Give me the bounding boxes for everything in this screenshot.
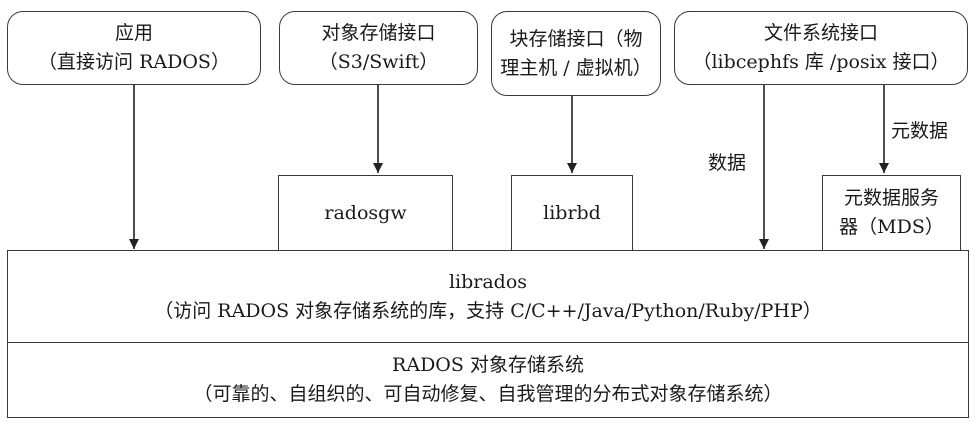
rados-description: （可靠的、自组织的、可自动修复、自我管理的分布式对象存储系统） <box>193 383 783 405</box>
app-interface-box: 应用 （直接访问 RADOS） <box>7 11 261 85</box>
filesystem-title: 文件系统接口 <box>763 22 878 44</box>
librados-description: （访问 RADOS 对象存储系统的库，支持 C/C++/Java/Python/… <box>154 299 822 322</box>
rados-title: RADOS 对象存储系统 <box>392 354 584 376</box>
block-storage-title: 块存储接口（物 <box>509 27 643 50</box>
mds-label-line1: 元数据服务 <box>843 187 939 209</box>
app-interface-subtitle: （直接访问 RADOS） <box>38 51 230 73</box>
mds-box: 元数据服务 器（MDS） <box>822 175 961 251</box>
object-storage-interface-box: 对象存储接口 （S3/Swift） <box>279 11 478 85</box>
librbd-box: librbd <box>511 175 633 251</box>
librados-box: librados （访问 RADOS 对象存储系统的库，支持 C/C++/Jav… <box>7 250 969 343</box>
radosgw-box: radosgw <box>278 175 453 251</box>
librbd-label: librbd <box>543 201 601 224</box>
mds-label-line2: 器（MDS） <box>839 216 944 238</box>
radosgw-label: radosgw <box>324 201 407 224</box>
data-arrow-label: 数据 <box>708 152 747 174</box>
app-interface-title: 应用 <box>114 22 153 44</box>
librados-title: librados <box>448 270 528 293</box>
block-storage-subtitle: 理主机 / 虚拟机） <box>500 56 652 79</box>
object-storage-title: 对象存储接口 <box>321 22 436 44</box>
filesystem-subtitle: （libcephfs 库 /posix 接口） <box>692 51 950 73</box>
rados-box: RADOS 对象存储系统 （可靠的、自组织的、可自动修复、自我管理的分布式对象存… <box>7 342 969 418</box>
metadata-arrow-label: 元数据 <box>891 120 949 142</box>
block-storage-interface-box: 块存储接口（物 理主机 / 虚拟机） <box>491 11 661 96</box>
filesystem-interface-box: 文件系统接口 （libcephfs 库 /posix 接口） <box>674 11 968 85</box>
object-storage-subtitle: （S3/Swift） <box>318 51 439 73</box>
